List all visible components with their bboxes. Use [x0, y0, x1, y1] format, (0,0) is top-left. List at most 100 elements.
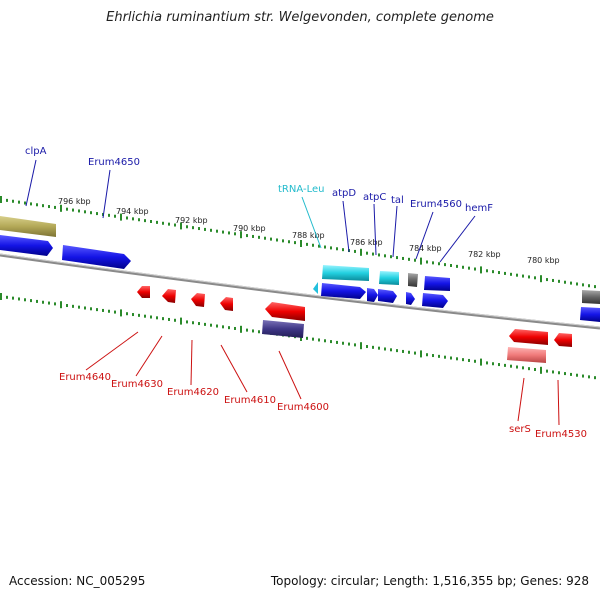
gene-label-atpD[interactable]: atpD	[332, 188, 356, 199]
gene-label-Erum4610[interactable]: Erum4610	[224, 395, 276, 406]
upper-tick-track	[0, 196, 596, 289]
gene-tRNA-Leu[interactable]	[322, 265, 369, 281]
scale-label: 788 kbp	[292, 231, 325, 240]
gene-clpA[interactable]	[0, 235, 53, 256]
minor-tick	[372, 252, 374, 256]
gene-Erum4650[interactable]	[62, 245, 131, 269]
minor-tick	[486, 269, 488, 273]
minor-tick	[552, 278, 554, 282]
gene-Erum4640[interactable]	[137, 286, 150, 298]
minor-tick	[366, 251, 368, 255]
scale-labels: 796 kbp 794 kbp 792 kbp 790 kbp 788 kbp …	[58, 197, 560, 265]
minor-tick	[102, 212, 104, 216]
minor-tick	[450, 356, 452, 360]
minor-tick	[30, 299, 32, 303]
minor-tick	[288, 240, 290, 244]
gene-label-tRNA-Leu[interactable]: tRNA-Leu	[278, 184, 324, 195]
gene-Erum4610[interactable]	[220, 297, 233, 311]
minor-tick	[132, 217, 134, 221]
minor-tick	[558, 371, 560, 375]
gene-atpC[interactable]	[378, 289, 397, 303]
minor-tick	[432, 354, 434, 358]
minor-tick	[84, 306, 86, 310]
gene-label-clpA[interactable]: clpA	[25, 146, 47, 157]
minor-tick	[504, 363, 506, 367]
major-tick	[300, 240, 302, 247]
gene-label-Erum4560[interactable]: Erum4560	[410, 199, 462, 210]
minor-tick	[342, 341, 344, 345]
minor-tick	[198, 227, 200, 231]
gene-label-serS[interactable]: serS	[509, 424, 531, 435]
gene-label-Erum4640[interactable]: Erum4640	[59, 372, 111, 383]
minor-tick	[84, 210, 86, 214]
minor-tick	[546, 278, 548, 282]
minor-tick	[66, 207, 68, 211]
minor-tick	[222, 230, 224, 234]
gene-Erum4560[interactable]	[424, 276, 450, 291]
gene-label-Erum4620[interactable]: Erum4620	[167, 387, 219, 398]
major-tick	[120, 309, 122, 317]
minor-tick	[72, 208, 74, 212]
gene-label-Erum4530[interactable]: Erum4530	[535, 429, 587, 440]
minor-tick	[558, 279, 560, 283]
reverse-gene-labels: Erum4640 Erum4630 Erum4620 Erum4610 Erum…	[59, 372, 587, 440]
scale-label: 784 kbp	[409, 244, 442, 253]
minor-tick	[336, 247, 338, 251]
minor-tick	[48, 301, 50, 305]
gene-edge-gray[interactable]	[582, 290, 600, 304]
minor-tick	[270, 237, 272, 241]
minor-tick	[462, 358, 464, 362]
minor-tick	[12, 296, 14, 300]
minor-tick	[174, 223, 176, 227]
minor-tick	[108, 213, 110, 217]
minor-tick	[264, 236, 266, 240]
gene-tal[interactable]	[406, 292, 415, 305]
gene-label-Erum4650[interactable]: Erum4650	[88, 157, 140, 168]
major-tick	[420, 350, 422, 358]
gene-tRNA-Leu-arrow[interactable]	[313, 282, 318, 294]
minor-tick	[396, 349, 398, 353]
gene-edge-blue[interactable]	[580, 307, 600, 322]
gene-Erum4600[interactable]	[265, 302, 305, 321]
major-tick	[60, 301, 62, 309]
gene-atpD[interactable]	[321, 283, 366, 299]
minor-tick	[318, 244, 320, 248]
gene-label-hemF[interactable]: hemF	[465, 203, 493, 214]
minor-tick	[564, 372, 566, 376]
scale-label: 792 kbp	[175, 216, 208, 225]
minor-tick	[534, 367, 536, 371]
minor-tick	[252, 234, 254, 238]
gene-tal-gray[interactable]	[408, 273, 418, 287]
gene-atpC-cyan[interactable]	[379, 271, 399, 285]
minor-tick	[588, 284, 590, 288]
gene-label-Erum4600[interactable]: Erum4600	[277, 402, 329, 413]
gene-hemF[interactable]	[422, 293, 448, 308]
genome-backbone	[0, 253, 600, 330]
minor-tick	[474, 267, 476, 271]
gene-label-atpC[interactable]: atpC	[363, 192, 386, 203]
minor-tick	[162, 317, 164, 321]
genome-stats-text: Topology: circular; Length: 1,516,355 bp…	[270, 574, 589, 588]
gene-label-tal[interactable]: tal	[391, 195, 404, 206]
gene-Erum4600-navy[interactable]	[262, 320, 304, 338]
minor-tick	[498, 271, 500, 275]
minor-tick	[378, 253, 380, 257]
minor-tick	[402, 349, 404, 353]
minor-tick	[498, 363, 500, 367]
minor-tick	[408, 257, 410, 261]
gene-atpD-2[interactable]	[367, 288, 378, 302]
major-tick	[180, 222, 182, 230]
gene-serS-pink[interactable]	[507, 347, 546, 363]
gene-Erum4530[interactable]	[554, 333, 572, 347]
gene-Erum4620[interactable]	[191, 293, 205, 307]
gene-clpA-olive[interactable]	[0, 216, 56, 237]
major-tick	[480, 358, 482, 366]
gene-Erum4630[interactable]	[162, 289, 176, 303]
minor-tick	[318, 338, 320, 342]
minor-tick	[402, 256, 404, 260]
minor-tick	[156, 220, 158, 224]
minor-tick	[168, 222, 170, 226]
minor-tick	[336, 340, 338, 344]
gene-label-Erum4630[interactable]: Erum4630	[111, 379, 163, 390]
gene-serS[interactable]	[509, 329, 548, 345]
